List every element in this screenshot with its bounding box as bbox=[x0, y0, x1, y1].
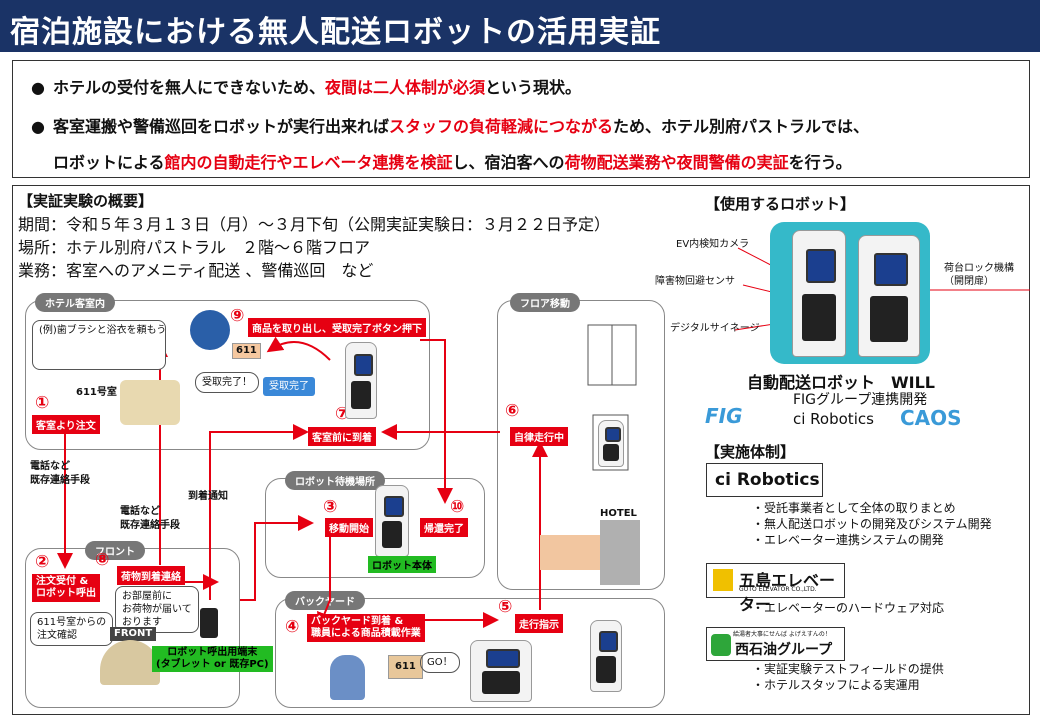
step-8-label: 荷物到着連絡 bbox=[117, 566, 185, 585]
phone-note-1-text: 電話など 既存連絡手段 bbox=[30, 461, 90, 486]
cirobotics-logo-box: ci Robotics bbox=[706, 463, 823, 497]
arrival-notice: 到着通知 bbox=[188, 491, 228, 502]
nishi-item-2: ・ホテルスタッフによる実運用 bbox=[752, 678, 920, 692]
floor-move-label: フロア移動 bbox=[510, 293, 580, 312]
cirobotics-item-1: ・受託事業者として全体の取りまとめ bbox=[752, 501, 956, 515]
nishi-item-1: ・実証実験テストフィールドの提供 bbox=[752, 662, 944, 676]
obstacle-sensor-label: 障害物回避センサ bbox=[655, 276, 735, 287]
step-8-number: ⑧ bbox=[95, 550, 110, 570]
robot-in-elevator bbox=[598, 420, 624, 467]
guest-in-bed-illustration bbox=[120, 380, 180, 425]
front-sign: FRONT bbox=[110, 627, 157, 641]
robot-standby bbox=[375, 485, 409, 557]
cirobotics-item-3: ・エレベーター連携システムの開発 bbox=[752, 533, 944, 547]
summary-line-2: ●客室運搬や警備巡回をロボットが実行出来ればスタッフの負荷軽減につながるため、ホ… bbox=[31, 117, 870, 136]
terminal-label: ロボット呼出用端末 (タブレット or 既存PC) bbox=[152, 646, 273, 672]
room-611-label: 611号室 bbox=[76, 387, 117, 398]
robot-backyard-2 bbox=[590, 620, 622, 692]
nishi-tag: 給湯者大事にせんば よげえすんの！ bbox=[733, 631, 831, 638]
caos-logo: CAOS bbox=[900, 406, 962, 430]
step-5-number: ⑤ bbox=[498, 597, 513, 617]
robot-dev: FIGグループ連携開発 bbox=[793, 392, 928, 408]
nishi-logo-box: 給湯者大事にせんば よげえすんの！ 西石油グループ bbox=[706, 627, 845, 661]
main-box bbox=[12, 185, 1030, 715]
goto-name: 五島エレベーター bbox=[739, 571, 836, 614]
tablet-illustration bbox=[200, 608, 218, 638]
step-3-number: ③ bbox=[323, 497, 338, 517]
guest-illustration bbox=[190, 310, 230, 350]
cirobotics-item-2: ・無人配送ロボットの開発及びシステム開発 bbox=[752, 517, 992, 531]
robot-body-label: ロボット本体 bbox=[368, 556, 436, 573]
backyard-box-611: 611 bbox=[388, 655, 423, 679]
floor-map-illustration bbox=[540, 535, 600, 570]
step-6-label: 自律走行中 bbox=[510, 427, 568, 446]
goto-logo-box: 五島エレベーター GOTO ELEVATOR CO.,LTD. bbox=[706, 563, 845, 614]
overview-period: 期間：令和５年３月１３日（月）～３月下旬（公開実証実験日：３月２２日予定） bbox=[18, 215, 611, 234]
step-4-number: ④ bbox=[285, 617, 300, 637]
hotel-sign: HOTEL bbox=[600, 508, 637, 519]
step-2-label: 注文受付 & ロボット呼出 bbox=[32, 574, 100, 602]
cirobotics-list: ・受託事業者として全体の取りまとめ ・無人配送ロボットの開発及びシステム開発 ・… bbox=[752, 500, 992, 548]
step-10-label: 帰還完了 bbox=[420, 518, 468, 537]
goto-list: ・エレベーターのハードウェア対応 bbox=[752, 600, 944, 616]
page-title: 宿泊施設における無人配送ロボットの活用実証 bbox=[10, 15, 661, 50]
example-note-text: (例)歯ブラシと浴衣を頼もう bbox=[39, 325, 167, 336]
cirobotics-name: ci Robotics bbox=[715, 470, 820, 490]
robot-will-back bbox=[858, 235, 920, 357]
robot-section-heading: 【使用するロボット】 bbox=[705, 195, 856, 213]
summary-box: ●ホテルの受付を無人にできないため、夜間は二人体制が必須という現状。 ●客室運搬… bbox=[12, 60, 1030, 178]
step-7-label: 客室前に到着 bbox=[308, 427, 376, 446]
example-note-bubble: (例)歯ブラシと浴衣を頼もう bbox=[32, 320, 166, 370]
robot-standby-label: ロボット待機場所 bbox=[285, 471, 385, 490]
box-611: 611 bbox=[232, 343, 261, 359]
summary-line-1: ●ホテルの受付を無人にできないため、夜間は二人体制が必須という現状。 bbox=[31, 78, 582, 97]
nishi-list: ・実証実験テストフィールドの提供 ・ホテルスタッフによる実運用 bbox=[752, 661, 944, 693]
overview-place: 場所：ホテル別府パストラル ２階～６階フロア bbox=[18, 238, 371, 257]
step-2-number: ② bbox=[35, 552, 50, 572]
front-staff-illustration bbox=[100, 640, 160, 685]
step-9-label: 商品を取り出し、受取完了ボタン押下 bbox=[248, 318, 426, 337]
step-1-number: ① bbox=[35, 393, 50, 413]
goto-item-1: ・エレベーターのハードウェア対応 bbox=[752, 601, 945, 615]
goto-sub: GOTO ELEVATOR CO.,LTD. bbox=[739, 586, 817, 593]
summary-line-3: ロボットによる館内の自動走行やエレベータ連携を検証し、宿泊客への荷物配送業務や夜… bbox=[53, 153, 852, 172]
step-4-label: バックヤード到着 & 職員による商品積載作業 bbox=[307, 614, 425, 642]
step-9-number: ⑨ bbox=[230, 306, 245, 326]
nishi-name: 西石油グループ bbox=[735, 642, 833, 658]
goto-mark bbox=[713, 569, 733, 591]
step-6-number: ⑥ bbox=[505, 401, 520, 421]
lock-label: 荷台ロック機構 （開閉扉） bbox=[944, 263, 1014, 287]
phone-note-1: 電話など 既存連絡手段 bbox=[30, 460, 90, 488]
backyard-label: バックヤード bbox=[285, 591, 365, 610]
hotel-building-illustration bbox=[600, 520, 640, 585]
title-bar: 宿泊施設における無人配送ロボットの活用実証 bbox=[0, 0, 1040, 52]
front-label: フロント bbox=[85, 541, 145, 560]
robot-will-front bbox=[792, 230, 846, 357]
signage-label: デジタルサイネージ bbox=[670, 323, 760, 334]
step-1-label: 客室より注文 bbox=[32, 415, 100, 434]
step-3-label: 移動開始 bbox=[325, 518, 373, 537]
phone-note-2: 電話など 既存連絡手段 bbox=[120, 505, 180, 533]
step-5-label: 走行指示 bbox=[515, 614, 563, 633]
step-10-number: ⑩ bbox=[450, 497, 465, 517]
backyard-staff-illustration bbox=[330, 655, 365, 700]
go-bubble: GO！ bbox=[420, 652, 460, 673]
receive-button: 受取完了 bbox=[263, 377, 315, 396]
fig-logo: FIG bbox=[705, 404, 743, 428]
phone-note-2-text: 電話など 既存連絡手段 bbox=[120, 506, 180, 531]
nishi-mark bbox=[711, 634, 731, 656]
robot-at-room bbox=[345, 342, 377, 419]
ev-camera-label: EV内検知カメラ bbox=[676, 239, 750, 250]
cirobotics-logo-small: ci Robotics bbox=[793, 410, 874, 428]
received-bubble: 受取完了！ bbox=[195, 372, 259, 393]
guest-room-label: ホテル客室内 bbox=[35, 293, 115, 312]
robot-backyard bbox=[470, 640, 532, 702]
robot-name: 自動配送ロボット WILL bbox=[747, 373, 935, 392]
overview-heading: 【実証実験の概要】 bbox=[18, 192, 154, 210]
order-confirm-bubble: 611号室からの 注文確認 bbox=[30, 612, 114, 646]
org-heading: 【実施体制】 bbox=[705, 443, 796, 461]
overview-work: 業務：客室へのアメニティ配送 、警備巡回 など bbox=[18, 261, 374, 280]
delivered-note-bubble: お部屋前に お荷物が届いて おります bbox=[115, 586, 199, 633]
